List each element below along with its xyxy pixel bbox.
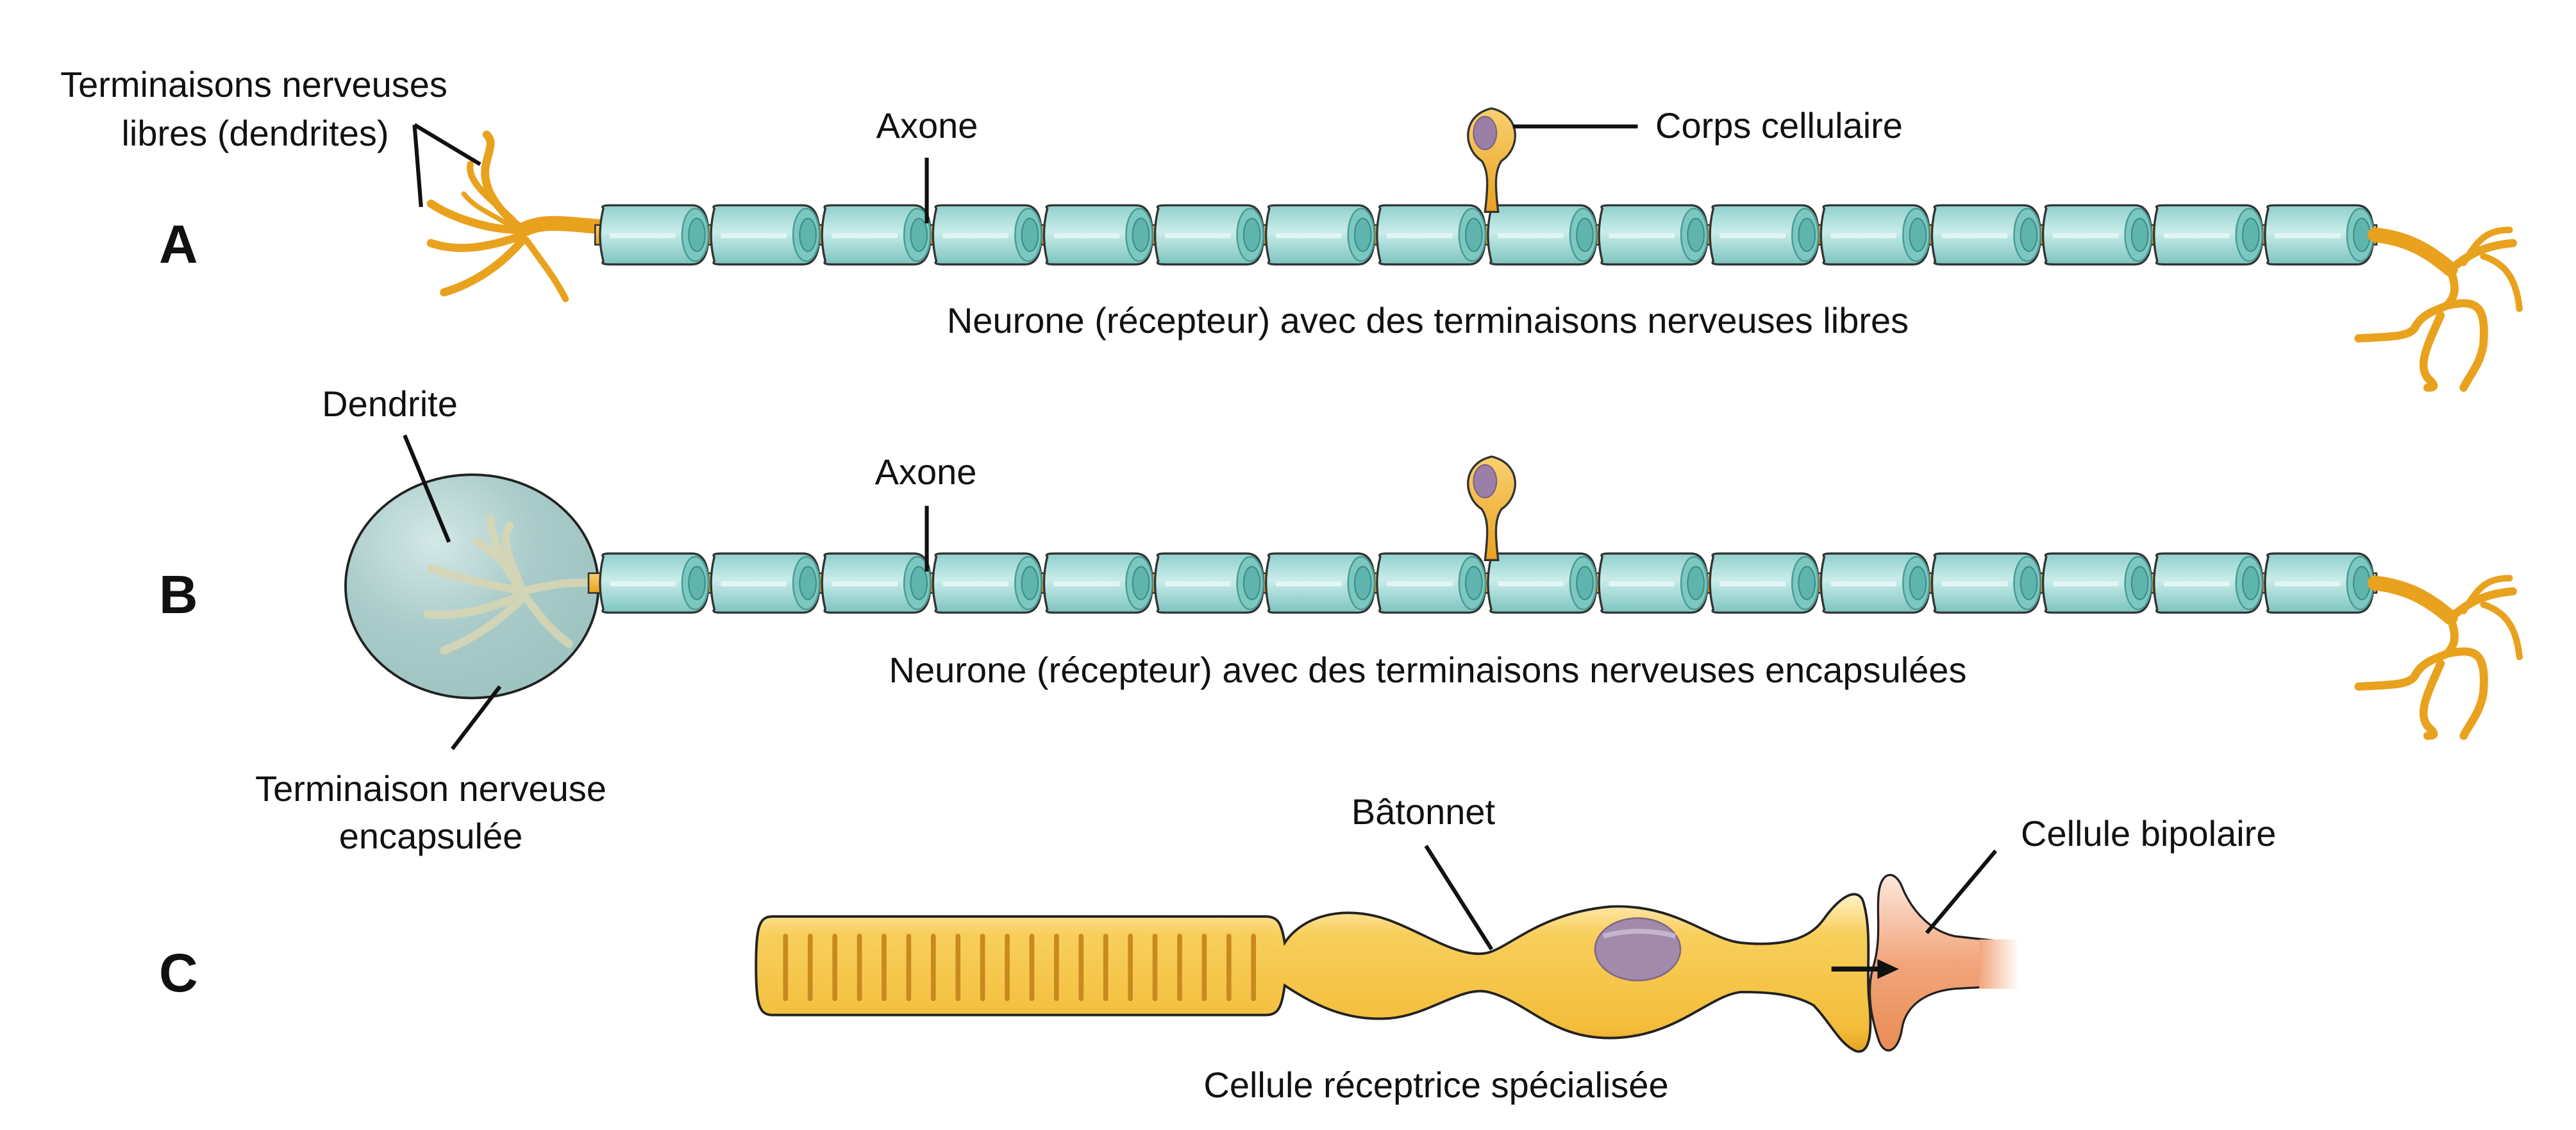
label-free-nerve-endings-line2: libres (dendrites) — [121, 113, 389, 153]
label-cell-body: Corps cellulaire — [1655, 105, 1903, 146]
cell-body-b — [1467, 455, 1516, 561]
panel-a-neuron — [412, 107, 2523, 392]
bipolar-cell — [1868, 873, 2019, 1052]
myelin-segment — [1819, 204, 1931, 266]
myelin-segment — [599, 204, 710, 266]
label-axon-a: Axone — [876, 105, 978, 146]
free-nerve-endings-left — [426, 130, 608, 303]
leader-lines-a — [412, 123, 1638, 224]
label-free-nerve-endings-line1: Terminaisons nerveuses — [60, 64, 447, 105]
encapsulated-ending — [344, 473, 600, 700]
myelin-segment — [710, 204, 821, 266]
label-capsule-line1: Terminaison nerveuse — [255, 768, 606, 809]
myelin-segment — [1819, 552, 1931, 614]
label-capsule-line2: encapsulée — [339, 816, 523, 856]
myelin-segment — [1265, 204, 1376, 266]
myelin-segment — [1709, 552, 1819, 614]
myelin-segment — [1487, 552, 1598, 614]
myelin-segment — [1265, 552, 1376, 614]
panel-c-rod — [755, 845, 2019, 1053]
myelin-segment — [599, 552, 710, 614]
myelin-segment — [2153, 552, 2264, 614]
cell-body-a — [1467, 107, 1516, 214]
panel-letter-c: C — [159, 943, 198, 1003]
axon-terminals-b — [2354, 575, 2523, 740]
myelin-segment — [821, 552, 932, 614]
rod-cell — [755, 893, 1872, 1053]
myelin-segment — [1487, 204, 1598, 266]
myelin-segment — [2264, 204, 2375, 266]
leader-lines-c — [1424, 845, 1998, 950]
synapse-arrow-icon — [1831, 959, 1899, 979]
myelin-segment — [1709, 204, 1819, 266]
myelin-segment — [1598, 204, 1709, 266]
axon-terminals-a — [2354, 226, 2523, 392]
myelin-segment — [932, 204, 1042, 266]
panel-letter-b: B — [159, 564, 198, 625]
myelin-segment — [1930, 204, 2042, 266]
myelin-segment — [2041, 204, 2153, 266]
leader-lines-b — [403, 434, 929, 750]
panel-b-neuron — [344, 434, 2523, 750]
myelin-segment — [821, 204, 932, 266]
myelin-segment — [710, 552, 821, 614]
myelin-segment — [1042, 204, 1154, 266]
myelin-segment — [1153, 204, 1265, 266]
myelin-segment — [1042, 552, 1154, 614]
myelin-segment — [1153, 552, 1265, 614]
label-axon-b: Axone — [874, 451, 977, 492]
myelin-segment — [1598, 552, 1709, 614]
panel-letter-a: A — [159, 214, 198, 274]
label-bipolar-cell: Cellule bipolaire — [2021, 813, 2277, 854]
myelin-segment — [1376, 204, 1487, 266]
myelin-segment — [2153, 204, 2264, 266]
myelin-segment — [2264, 552, 2375, 614]
label-rod: Bâtonnet — [1351, 791, 1496, 832]
myelin-segment — [2041, 552, 2153, 614]
myelin-segment — [1376, 552, 1487, 614]
caption-panel-a: Neurone (récepteur) avec des terminaison… — [946, 300, 1909, 341]
caption-panel-b: Neurone (récepteur) avec des terminaison… — [889, 650, 1967, 690]
caption-panel-c: Cellule réceptrice spécialisée — [1203, 1065, 1669, 1105]
label-dendrite-b: Dendrite — [322, 384, 458, 424]
rod-discs — [783, 933, 1257, 1001]
inner-dendrite — [423, 514, 599, 655]
myelin-segment — [1930, 552, 2042, 614]
myelin-segment — [932, 552, 1042, 614]
